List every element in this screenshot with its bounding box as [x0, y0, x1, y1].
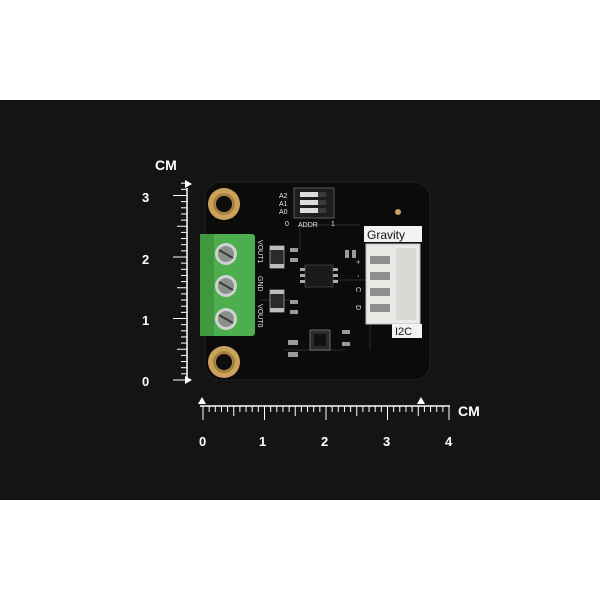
address-dip-switch: [293, 187, 335, 219]
horizontal-ruler-unit: CM: [458, 403, 480, 419]
vertical-ruler: CM 0 1 2 3: [142, 157, 192, 389]
vertical-tick-label-1: 1: [142, 313, 149, 328]
sensor-board: VOUT1 GND VOUT0 A2 A1 A0 0 ADDR 1: [200, 181, 431, 381]
terminal-screw-2: [215, 275, 237, 297]
terminal-label-vout0: VOUT0: [256, 304, 263, 327]
i2c-badge: I2C: [392, 324, 422, 338]
vertical-ruler-unit: CM: [155, 157, 177, 173]
vertical-ruler-ticks: [173, 182, 187, 381]
sensor-chip: [309, 329, 331, 351]
connector-pin-minus: -: [354, 275, 361, 278]
mounting-hole-top: [208, 188, 240, 220]
vertical-tick-label-2: 2: [142, 252, 149, 267]
address-label: ADDR: [298, 222, 318, 229]
vertical-ruler-top-arrow: [185, 180, 192, 188]
horizontal-ruler: CM 0 1 2 3 4: [198, 397, 480, 449]
led-indicator: [395, 209, 401, 215]
brand-label: Gravity: [367, 228, 405, 242]
terminal-screw-3: [215, 308, 237, 330]
vertical-ruler-bottom-arrow: [185, 376, 192, 384]
capacitor-2: [269, 289, 285, 313]
interface-label: I2C: [395, 326, 412, 338]
horizontal-tick-label-3: 3: [383, 434, 390, 449]
smd-components: [288, 209, 401, 357]
horizontal-ruler-ticks: [202, 406, 450, 420]
gravity-badge: Gravity: [364, 226, 422, 242]
terminal-label-vout1: VOUT1: [256, 240, 263, 263]
gravity-connector: [365, 243, 421, 325]
address-pin-a1: A1: [279, 201, 288, 208]
address-pin-a0: A0: [279, 209, 288, 216]
terminal-screw-1: [215, 243, 237, 265]
vertical-tick-label-0: 0: [142, 374, 149, 389]
connector-pin-d: D: [354, 305, 361, 310]
switch-state-0: 0: [285, 221, 289, 228]
horizontal-tick-label-1: 1: [259, 434, 266, 449]
terminal-label-gnd: GND: [256, 276, 263, 292]
horizontal-ruler-left-arrow: [198, 397, 206, 404]
horizontal-tick-label-2: 2: [321, 434, 328, 449]
horizontal-tick-label-0: 0: [199, 434, 206, 449]
screw-terminal: [200, 234, 255, 336]
address-pin-a2: A2: [279, 193, 288, 200]
connector-pin-plus: +: [354, 260, 361, 264]
product-scene: CM 0 1 2 3 CM 0 1 2 3 4: [142, 157, 480, 449]
mounting-hole-bottom: [208, 346, 240, 378]
product-photo: CM 0 1 2 3 CM 0 1 2 3 4: [0, 100, 600, 500]
switch-state-1: 1: [331, 221, 335, 228]
horizontal-tick-label-4: 4: [445, 434, 453, 449]
horizontal-ruler-right-arrow: [417, 397, 425, 404]
main-ic: [300, 264, 338, 288]
capacitor-1: [269, 245, 285, 269]
vertical-tick-label-3: 3: [142, 190, 149, 205]
connector-pin-c: C: [354, 287, 361, 292]
